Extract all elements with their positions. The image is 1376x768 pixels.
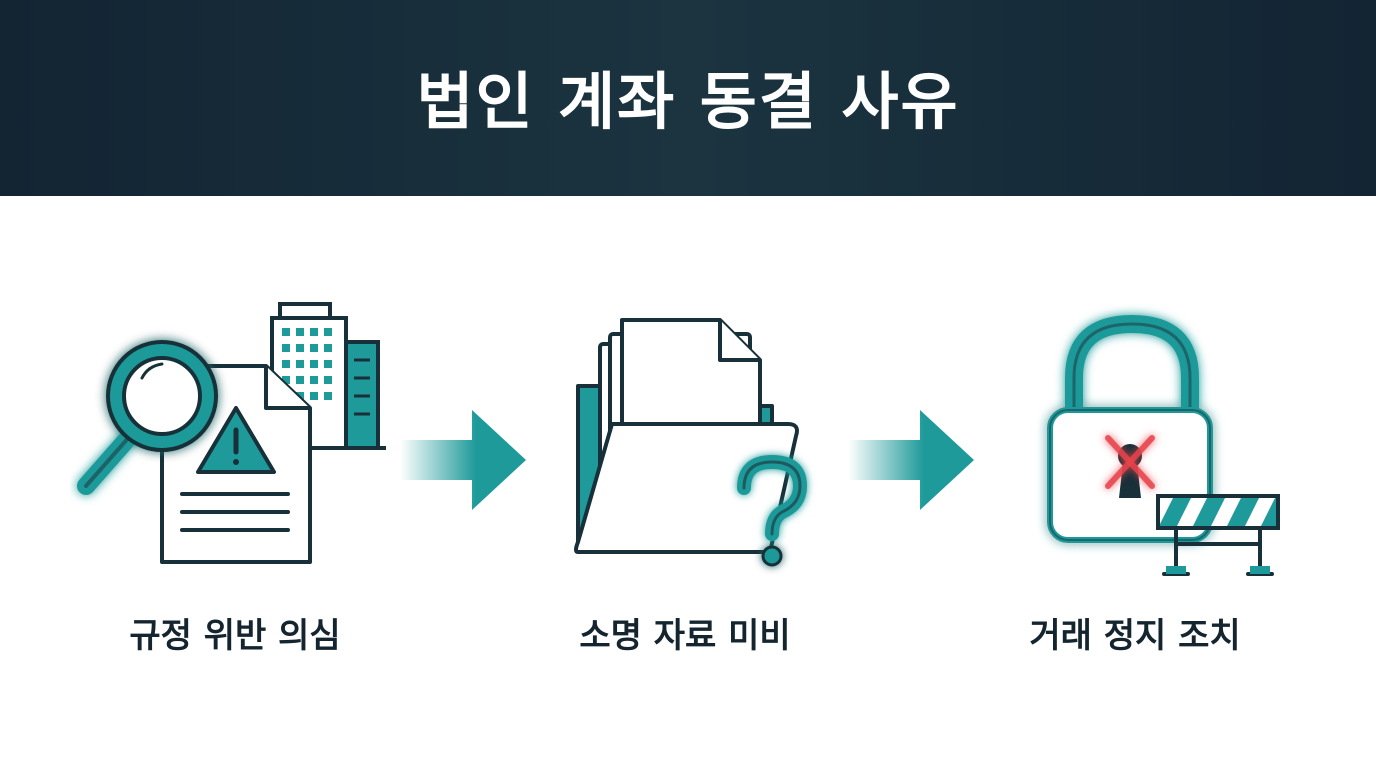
step-label: 거래 정지 조치 [1029, 616, 1241, 656]
step-missing-documents: 소명 자료 미비 [520, 290, 850, 690]
step-transaction-suspension: 거래 정지 조치 [970, 290, 1300, 690]
document-warning-icon [77, 302, 386, 564]
building-icon [266, 302, 386, 450]
step-regulation-violation: 규정 위반 의심 [70, 290, 400, 690]
step-label: 소명 자료 미비 [579, 616, 791, 656]
lock-barrier-icon [1047, 314, 1280, 576]
arrow-right-icon [400, 410, 526, 510]
page-title: 법인 계좌 동결 사유 [416, 65, 960, 138]
header-banner: 법인 계좌 동결 사유 [0, 0, 1376, 196]
folder-question-icon [574, 318, 808, 567]
barrier-icon [1156, 494, 1280, 576]
arrow-right-icon [848, 410, 974, 510]
step-label: 규정 위반 의심 [129, 616, 341, 656]
question-mark-icon [737, 454, 808, 567]
magnifier-icon [77, 340, 218, 495]
blocked-x-icon [1105, 435, 1155, 489]
